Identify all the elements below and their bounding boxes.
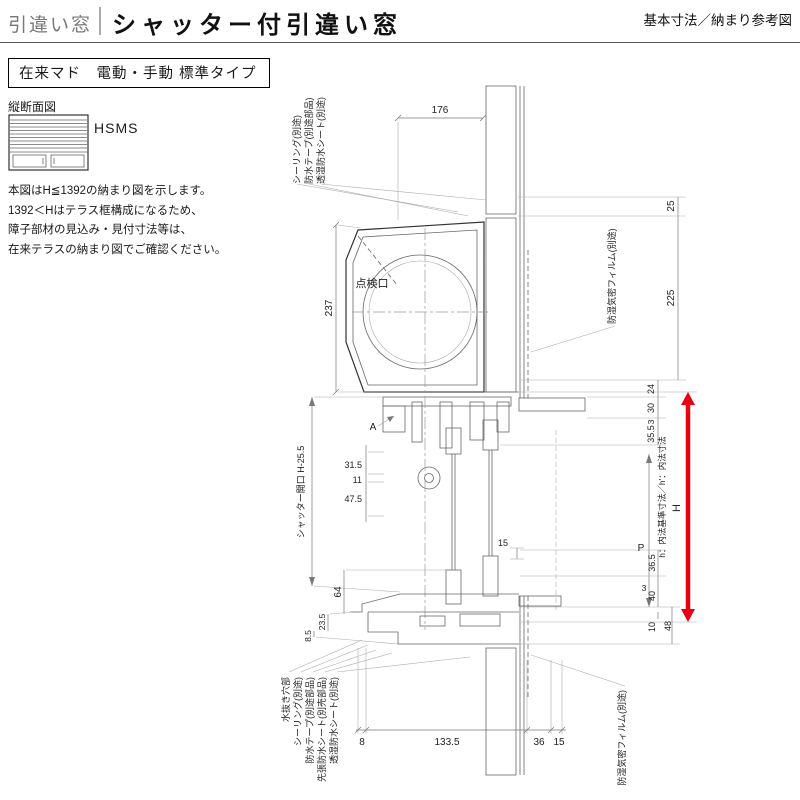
dim-left-8-5: 8.5 — [303, 630, 313, 642]
dim-bottom-36: 36 — [533, 737, 545, 748]
shutter-slats-icon — [10, 119, 87, 149]
dim-left-237: 237 — [324, 299, 335, 316]
type-tab: 在来マド 電動・手動 標準タイプ — [8, 58, 270, 88]
label-waterproof-tape-top: 防水テープ(別途部品) — [303, 98, 314, 184]
dim-right-30: 30 — [646, 403, 656, 413]
dim-bottom-8: 8 — [359, 737, 365, 748]
dim-right-24: 24 — [646, 384, 656, 394]
sill-assembly — [350, 593, 562, 645]
ref-a: A — [370, 422, 377, 433]
meeting-detail — [417, 466, 441, 490]
dim-right-48: 48 — [663, 621, 673, 631]
dim-p: P — [638, 543, 645, 554]
drawing-note: 本図はH≦1392の納まり図を示します。 1392＜Hはテラス框構成になるため、… — [8, 182, 226, 260]
label-sealing-top: シーリング(別途) — [291, 115, 302, 184]
dim-bottom-15: 15 — [553, 737, 565, 748]
window-icon — [8, 114, 89, 171]
red-height-arrow — [681, 392, 695, 622]
dim-mid-15: 15 — [498, 538, 508, 548]
dim-top-176: 176 — [432, 105, 449, 116]
model-code: HSMS — [94, 120, 139, 136]
header-rule — [0, 42, 800, 43]
sash-panes-icon — [12, 154, 85, 168]
label-breathable-sheet-bottom: 透湿防水シート(別途) — [328, 677, 339, 764]
header-divider — [99, 7, 101, 35]
window-sashes — [417, 228, 557, 630]
dim-left-64: 64 — [333, 586, 344, 598]
dim-bottom-133-5: 133.5 — [434, 737, 459, 748]
dim-h: H — [671, 504, 683, 512]
note-line: 1392＜Hはテラス框構成になるため、 — [8, 204, 203, 217]
section-view-label: 縦断面図 — [8, 100, 57, 114]
interior-stool — [518, 595, 562, 607]
shutter-box — [345, 221, 488, 393]
wall-section-bottom — [485, 596, 529, 776]
dimension-texts: 176 237 25 225 24 30 3 35.5 31.5 11 47.5… — [303, 105, 683, 748]
corner-note: 基本寸法／納まり参考図 — [643, 13, 793, 28]
label-pre-applied-sheet-bottom: 先張防水シート(別売部品) — [316, 677, 327, 782]
dim-right-10: 10 — [647, 622, 657, 632]
label-breathable-sheet-top: 透湿防水シート(別途) — [315, 97, 326, 184]
label-vapor-film-right: 防湿気密フィルム(別途) — [606, 228, 617, 324]
note-line: 在来テラスの納まり図でご確認ください。 — [8, 243, 227, 256]
dim-left-23-5: 23.5 — [317, 613, 327, 630]
dim-left-31-5: 31.5 — [344, 460, 362, 470]
page-title: シャッター付引違い窓 — [112, 12, 402, 39]
interior-casing — [518, 397, 586, 412]
label-drain-hole: 水抜き穴部 — [280, 677, 291, 722]
wall-section-top — [485, 85, 529, 398]
note-line: 本図はH≦1392の納まり図を示します。 — [8, 185, 212, 197]
dim-right-36-5: 36.5 — [647, 554, 657, 572]
label-waterproof-tape-bottom: 防水テープ(別途部品) — [304, 677, 315, 763]
label-shutter-opening: シャッター開口 H-25.5 — [296, 446, 306, 539]
dim-left-11: 11 — [353, 475, 362, 485]
dim-right-35-5: 35.5 — [646, 425, 656, 443]
leader-lines — [288, 183, 626, 687]
dim-left-47-5: 47.5 — [344, 494, 362, 504]
note-line: 障子部材の見込み・見付寸法等は、 — [8, 224, 192, 237]
label-sealing-bottom: シーリング(別途) — [292, 677, 303, 746]
label-vapor-film-bottom: 防湿気密フィルム(別途) — [616, 690, 627, 786]
head-frame — [364, 391, 586, 449]
annotation-texts: 点検口 シャッター開口 H-25.5 h：内法基準寸法／h'：内法寸法 シーリン… — [280, 97, 667, 786]
dim-right-25: 25 — [666, 200, 677, 212]
label-inner-dim-note: h：内法基準寸法／h'：内法寸法 — [657, 436, 667, 558]
label-inspection-port: 点検口 — [356, 276, 389, 290]
dim-right-225: 225 — [666, 289, 677, 306]
window-category-label: 引違い窓 — [8, 15, 93, 36]
dim-right-3-lower: 3 — [642, 583, 647, 593]
dimension-lines — [309, 114, 697, 734]
dim-right-3-upper: 3 — [646, 419, 656, 424]
dim-right-40: 40 — [647, 591, 657, 601]
